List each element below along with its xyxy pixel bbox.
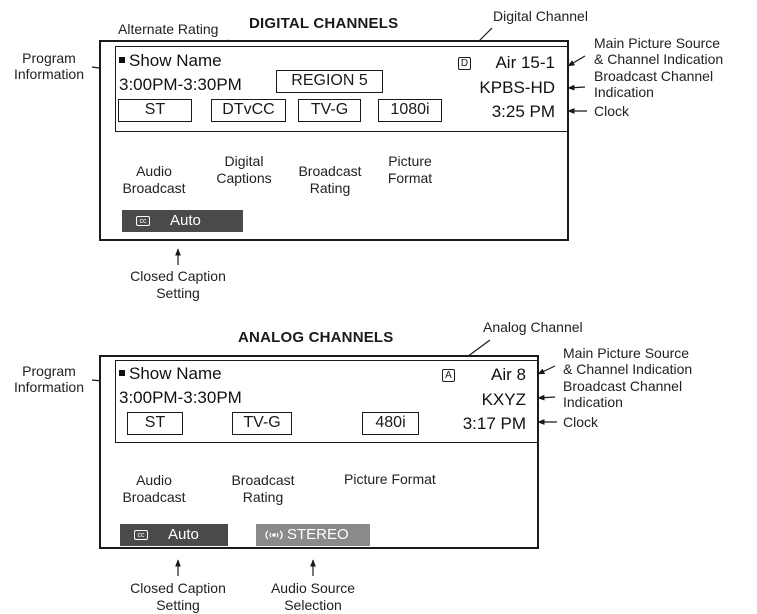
label-clock-analog: Clock: [563, 414, 599, 430]
arrow-broadcast-channel-analog: [537, 394, 556, 401]
label-digital-captions: Digital Captions: [216, 153, 272, 186]
arrow-main-source-digital: [567, 55, 586, 67]
source-channel-analog: Air 8: [491, 365, 526, 384]
digital-osd-frame: Show Name 3:00PM-3:30PM REGION 5 D Air 1…: [99, 40, 569, 241]
label-program-information-analog: Program Information: [13, 363, 85, 395]
bullet-icon: [119, 370, 125, 376]
digital-info-panel: [115, 46, 568, 132]
label-closed-caption-setting-analog: Closed Caption Setting: [130, 580, 226, 613]
label-main-picture-source-digital: Main Picture Source & Channel Indication: [594, 35, 724, 67]
label-program-information-digital: Program Information: [13, 50, 85, 82]
label-audio-broadcast-digital: Audio Broadcast: [122, 163, 186, 196]
station-analog: KXYZ: [481, 390, 526, 409]
format-box-analog: 480i: [362, 412, 419, 435]
clock-analog: 3:17 PM: [462, 414, 526, 433]
label-broadcast-rating-digital: Broadcast Rating: [298, 163, 362, 196]
analog-info-panel: [115, 360, 539, 443]
clock-digital: 3:25 PM: [491, 102, 555, 121]
label-picture-format-digital: Picture Format: [387, 153, 433, 186]
station-digital: KPBS-HD: [479, 78, 555, 97]
analog-osd-frame: Show Name 3:00PM-3:30PM A Air 8 KXYZ 3:1…: [99, 355, 539, 549]
label-audio-broadcast-analog: Audio Broadcast: [122, 472, 186, 505]
region-rating-box: REGION 5: [276, 70, 383, 93]
audio-box-digital: ST: [118, 99, 192, 122]
closed-caption-icon: cc: [136, 216, 150, 226]
rating-box-digital: TV-G: [298, 99, 361, 122]
digital-channel-badge-icon: D: [458, 57, 471, 70]
cc-bar-digital: cc Auto: [122, 210, 243, 232]
label-clock-digital: Clock: [594, 103, 630, 119]
label-broadcast-channel-analog: Broadcast Channel Indication: [563, 378, 683, 410]
show-name-digital: Show Name: [119, 52, 222, 69]
label-broadcast-rating-analog: Broadcast Rating: [231, 472, 295, 505]
label-analog-channel: Analog Channel: [483, 319, 583, 335]
audio-box-analog: ST: [127, 412, 183, 435]
source-channel-digital: Air 15-1: [495, 53, 555, 72]
label-broadcast-channel-digital: Broadcast Channel Indication: [594, 68, 714, 100]
label-main-picture-source-analog: Main Picture Source & Channel Indication: [563, 345, 693, 377]
arrow-broadcast-channel-digital: [567, 84, 586, 91]
analog-channel-badge-icon: A: [442, 369, 455, 382]
bullet-icon: [119, 57, 125, 63]
show-name-analog: Show Name: [119, 365, 222, 382]
label-picture-format-analog: Picture Format: [344, 471, 436, 487]
audio-source-bar: STEREO: [256, 524, 370, 546]
label-audio-source-selection: Audio Source Selection: [270, 580, 356, 613]
rating-box-analog: TV-G: [232, 412, 292, 435]
digital-heading: DIGITAL CHANNELS: [249, 15, 399, 32]
time-range-analog: 3:00PM-3:30PM: [119, 388, 242, 407]
label-closed-caption-setting-digital: Closed Caption Setting: [130, 268, 226, 301]
time-range-digital: 3:00PM-3:30PM: [119, 75, 242, 94]
format-box-digital: 1080i: [378, 99, 442, 122]
closed-caption-icon: cc: [134, 530, 148, 540]
cc-bar-analog: cc Auto: [120, 524, 228, 546]
arrow-main-source-analog: [537, 365, 556, 375]
label-digital-channel: Digital Channel: [493, 8, 588, 24]
analog-heading: ANALOG CHANNELS: [238, 329, 394, 346]
speaker-icon: [265, 530, 283, 540]
captions-box-digital: DTvCC: [211, 99, 286, 122]
label-alternate-rating: Alternate Rating: [118, 21, 219, 37]
